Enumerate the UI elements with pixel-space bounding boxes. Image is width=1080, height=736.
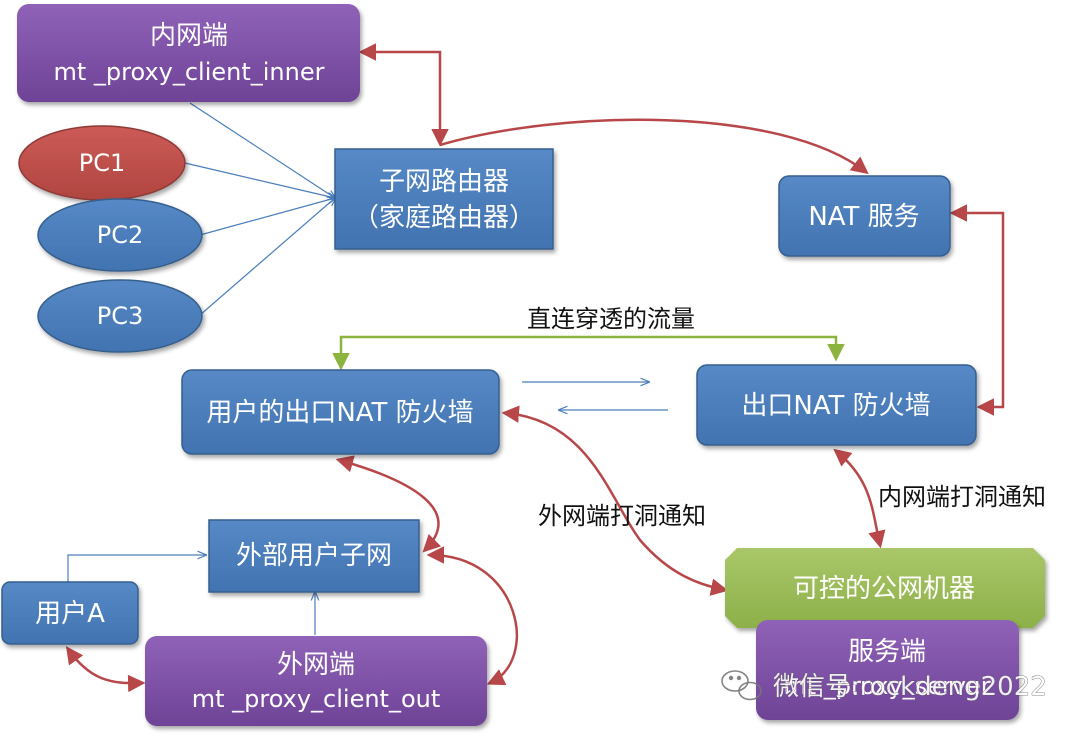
sub-router-title: 子网路由器 (379, 167, 509, 197)
pc1-label: PC1 (79, 149, 126, 177)
ext-subnet-label: 外部用户子网 (236, 541, 392, 571)
sub-router-subtitle: （家庭路由器） (353, 203, 535, 233)
outer-hole-notify-label: 外网端打洞通知 (538, 502, 706, 530)
node-nat-service (778, 175, 951, 257)
node-outer-client (145, 636, 487, 726)
user-a-label: 用户A (35, 599, 105, 629)
node-inner-client (17, 4, 360, 102)
pc3-label: PC3 (97, 302, 144, 330)
node-sub-router (334, 148, 554, 250)
router-nat-arrow (439, 118, 869, 175)
wechat-icon (721, 670, 762, 701)
pc1-to-router-line (184, 162, 335, 198)
userfw-public-arrow (501, 405, 729, 596)
exit-nat-fw-label: 出口NAT 防火墙 (741, 391, 930, 421)
outer-client-title: 外网端 (277, 650, 355, 680)
direct-traffic-bracket (332, 335, 845, 371)
user-nat-fw-label: 用户的出口NAT 防火墙 (206, 398, 473, 428)
server-title: 服务端 (848, 637, 926, 667)
node-user-a (1, 581, 139, 645)
outer-client-name: mt _proxy_client_out (192, 685, 441, 713)
watermark-text: 微信号:rockdeng2022 (773, 672, 1047, 702)
usera-subnet-line (67, 555, 205, 582)
public-machine-label: 可控的公网机器 (793, 574, 975, 604)
node-pc2 (37, 198, 203, 272)
subnet-connectors (67, 555, 315, 635)
node-ext-subnet (208, 519, 420, 593)
pc3-to-router-line (199, 198, 335, 316)
inner-client-title: 内网端 (150, 21, 228, 51)
usera-outer-arrow (65, 646, 146, 693)
node-exit-nat-fw (696, 364, 977, 446)
server-name: mt _proxy_server (783, 672, 990, 700)
node-public-machine (725, 548, 1045, 628)
node-user-nat-fw (181, 369, 500, 455)
red-arrows (65, 43, 1005, 693)
nat-service-label: NAT 服务 (808, 202, 919, 232)
direct-traffic-arrow-right (588, 335, 845, 362)
node-pc3 (37, 279, 203, 353)
pc2-to-router-line (199, 198, 335, 236)
exitfw-public-arrow (833, 448, 886, 549)
userfw-subnet-arrow (335, 455, 442, 553)
inner-router-arrow (358, 43, 449, 147)
pc-connectors (184, 102, 335, 316)
direct-traffic-arrow-left (332, 335, 588, 371)
node-server (756, 620, 1019, 720)
inner-client-name: mt _proxy_client_inner (54, 58, 325, 86)
subnet-outer-arrow (426, 546, 518, 686)
inner-to-router-line (189, 102, 335, 198)
pc2-label: PC2 (97, 221, 144, 249)
direct-traffic-label: 直连穿透的流量 (527, 305, 695, 333)
firewall-traffic (522, 382, 668, 410)
watermark: 微信号:rockdeng2022 (721, 670, 1047, 702)
inner-hole-notify-label: 内网端打洞通知 (878, 483, 1046, 511)
nat-exitfw-arrow (949, 204, 1005, 416)
